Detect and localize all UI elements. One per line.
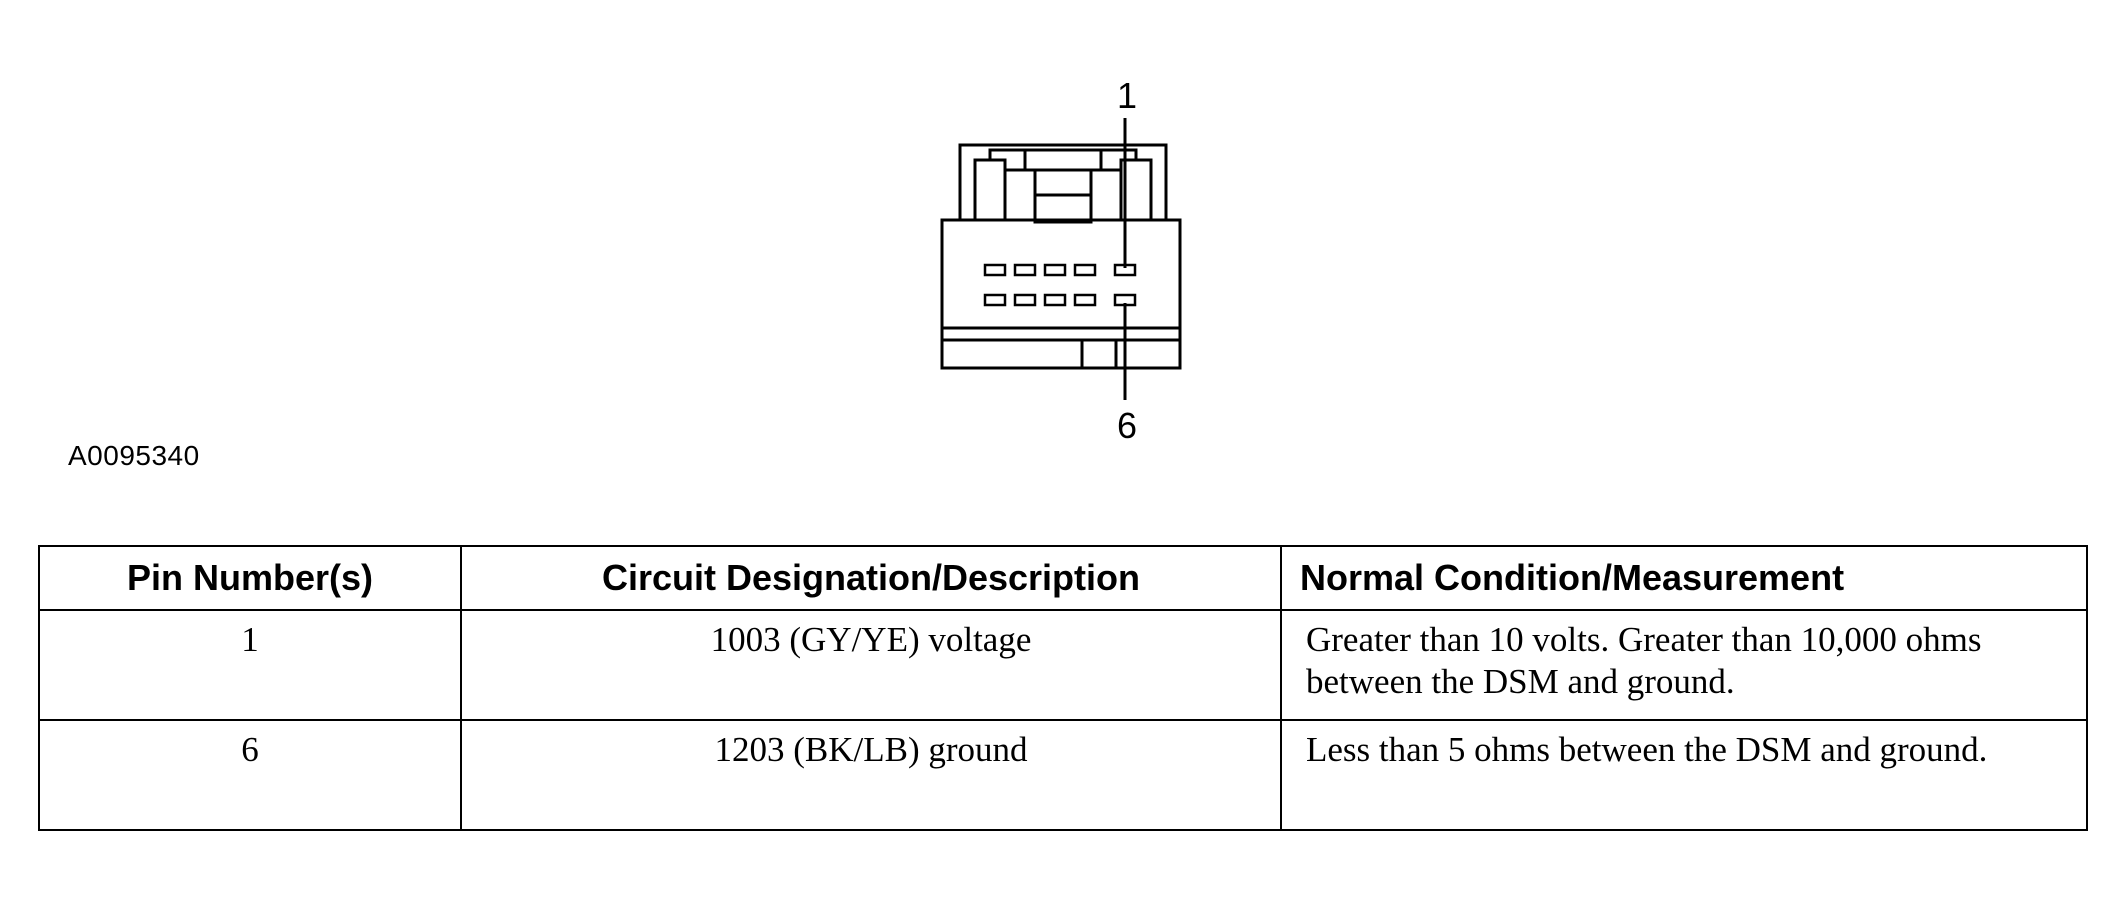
- table-row: 1 1003 (GY/YE) voltage Greater than 10 v…: [38, 609, 2088, 721]
- figure-id-label: A0095340: [68, 440, 200, 471]
- cell-circuit: 1203 (BK/LB) ground: [460, 719, 1282, 831]
- cell-condition: Greater than 10 volts. Greater than 10,0…: [1280, 609, 2088, 721]
- cell-condition: Less than 5 ohms between the DSM and gro…: [1280, 719, 2088, 831]
- header-circuit-designation: Circuit Designation/Description: [460, 545, 1282, 611]
- header-normal-condition: Normal Condition/Measurement: [1280, 545, 2088, 611]
- pin-callout-6: 6: [1117, 405, 1137, 446]
- cell-pin: 1: [38, 609, 462, 721]
- pin-callout-1: 1: [1117, 75, 1137, 116]
- header-pin-numbers: Pin Number(s): [38, 545, 462, 611]
- cell-pin: 6: [38, 719, 462, 831]
- pin-table: Pin Number(s) Circuit Designation/Descri…: [38, 545, 2088, 831]
- connector-diagram: 1 6: [940, 75, 1182, 446]
- cell-circuit: 1003 (GY/YE) voltage: [460, 609, 1282, 721]
- connector-housing: [940, 143, 1182, 370]
- table-header-row: Pin Number(s) Circuit Designation/Descri…: [38, 545, 2088, 611]
- table-row: 6 1203 (BK/LB) ground Less than 5 ohms b…: [38, 719, 2088, 831]
- pin-cavities: [983, 263, 1137, 307]
